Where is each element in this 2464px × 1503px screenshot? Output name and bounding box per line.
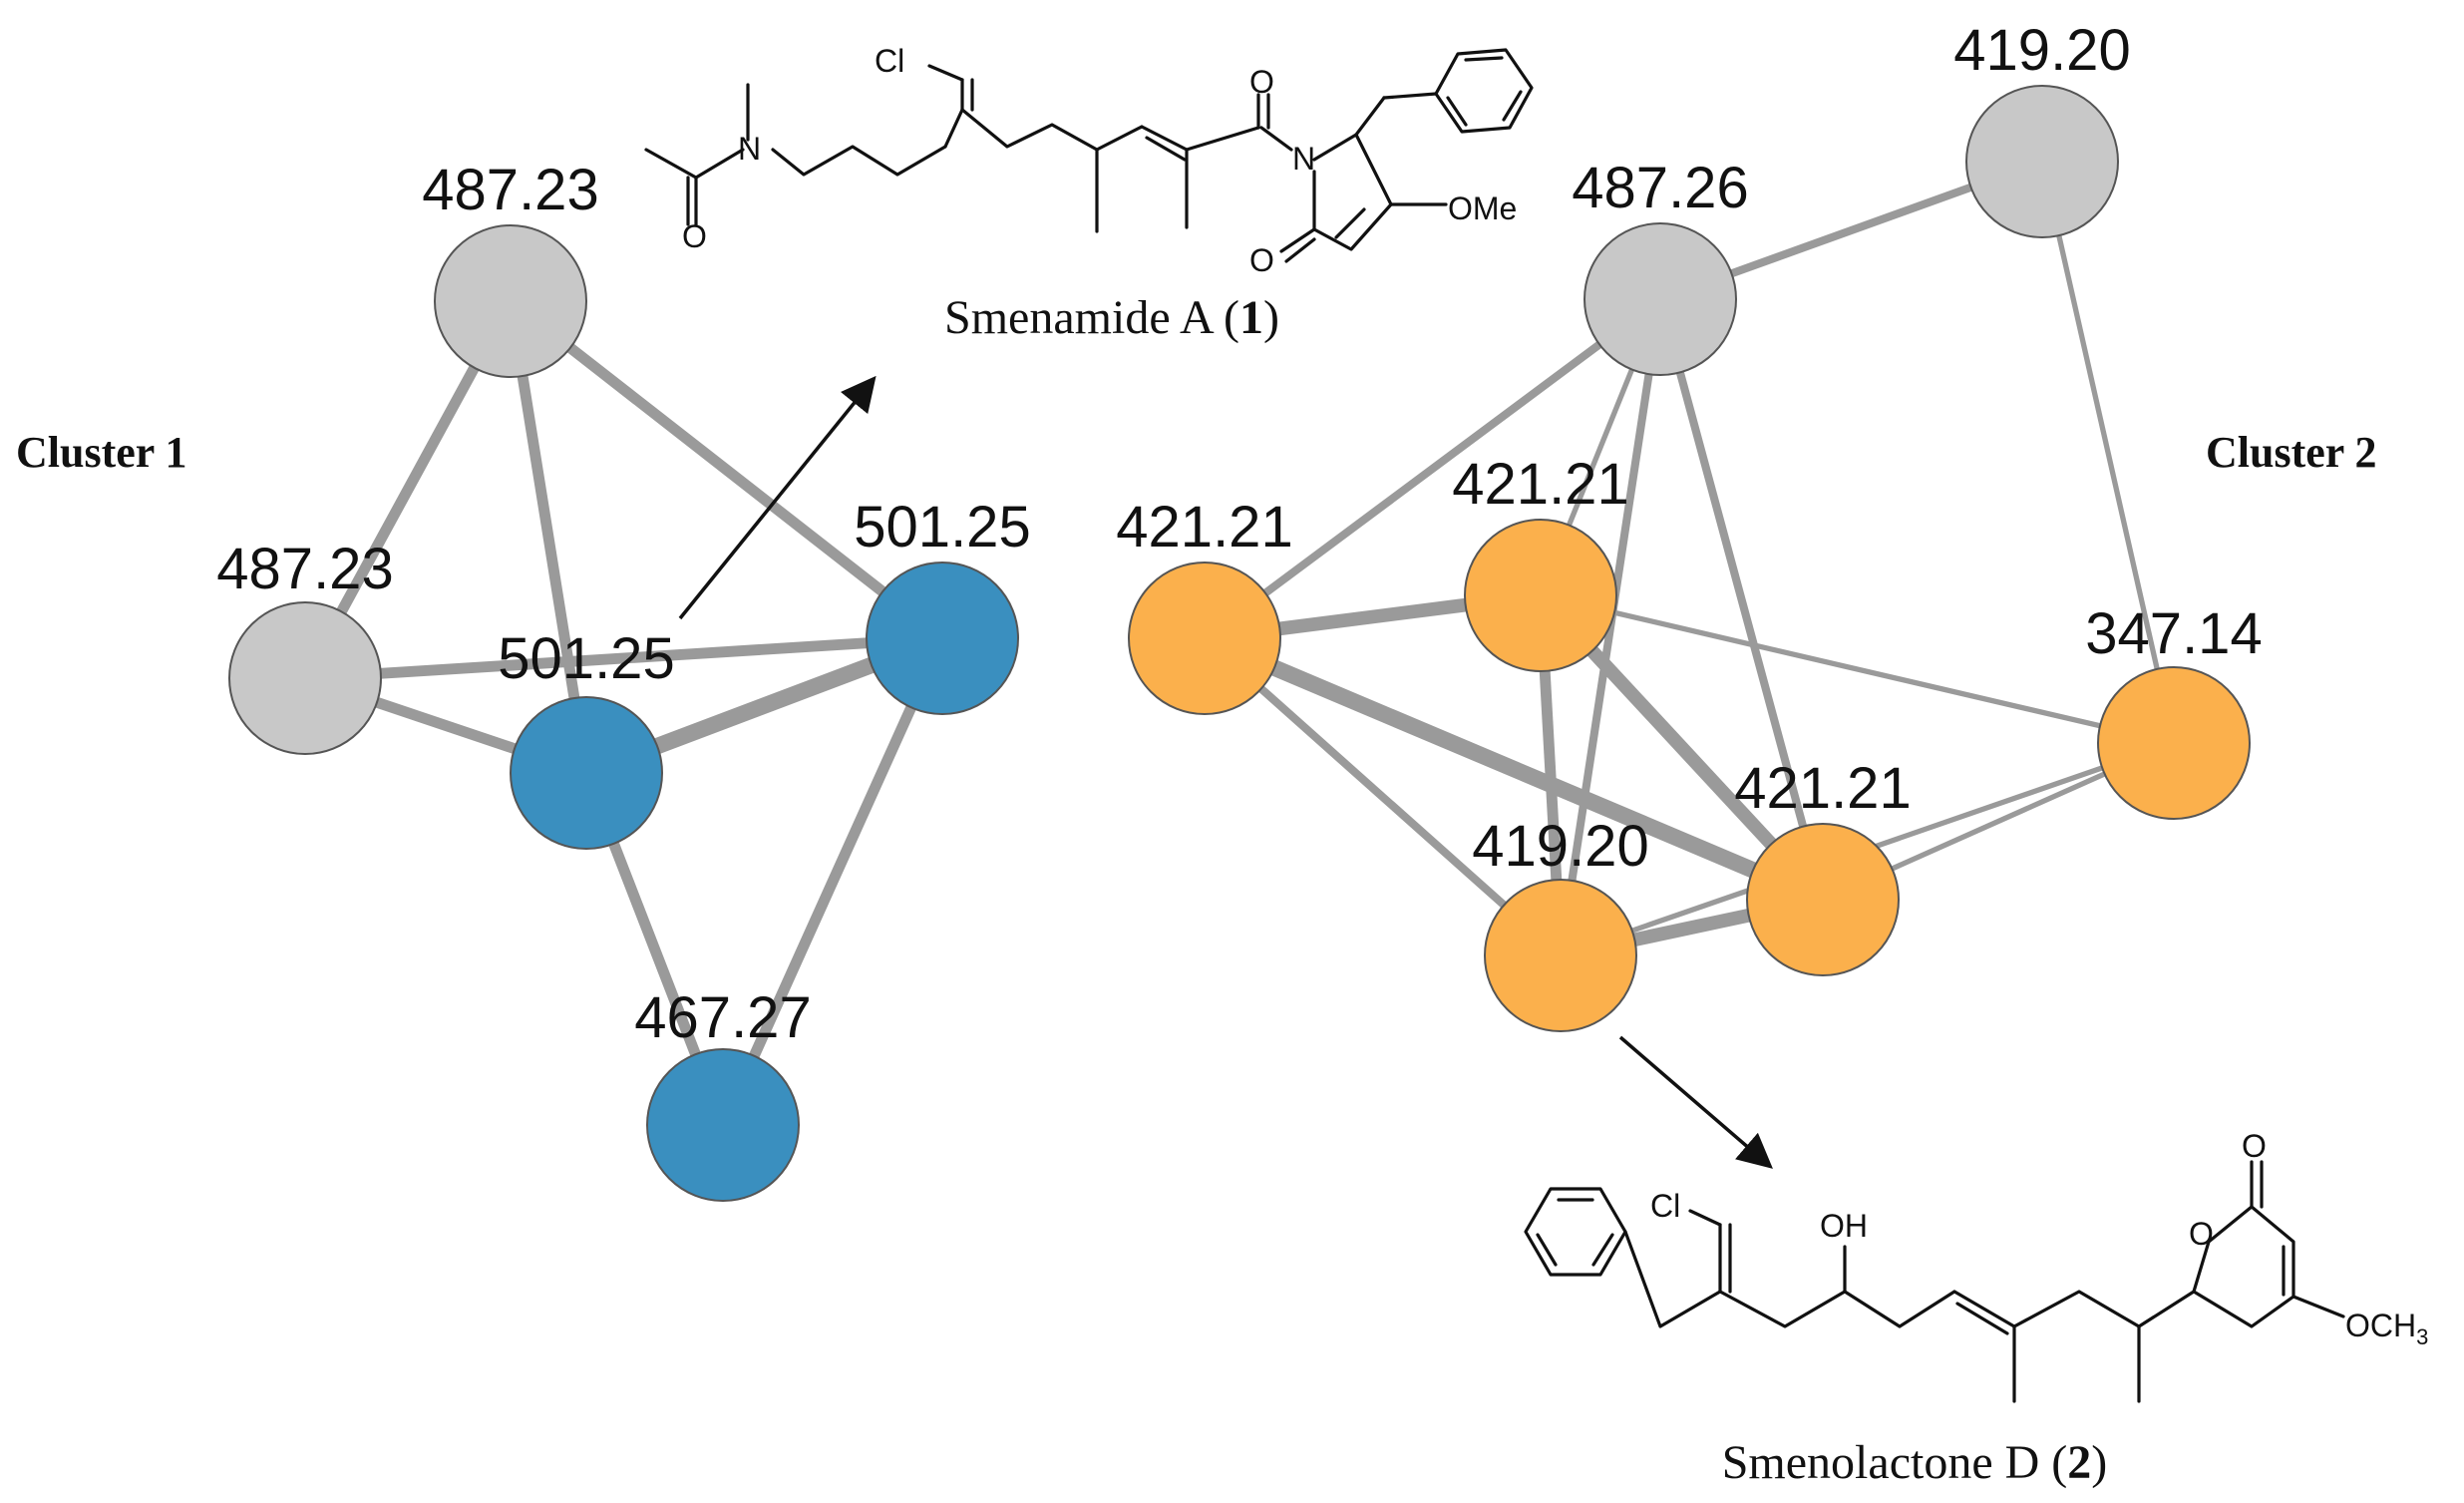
cluster-1-label: Cluster 1 (16, 428, 187, 477)
network-node-n10[interactable] (2097, 666, 2251, 820)
smenolactone-ring-o-atom: O (2189, 1216, 2214, 1252)
smenolactone-cl-atom: Cl (1650, 1188, 1680, 1224)
smenamide-a-structure: Cl N O O N O OMe (644, 43, 1534, 278)
smenamide-o-atom-2: O (1249, 64, 1274, 100)
network-edge-n7-n8 (1202, 295, 1663, 642)
network-node-label-n11: 421.21 (1734, 756, 1911, 821)
smenamide-n-atom-1: N (738, 131, 761, 167)
smenamide-o-atom-1: O (682, 218, 707, 254)
network-node-n6[interactable] (1965, 85, 2119, 238)
arrow-to-smenolactone-d (1618, 1035, 1773, 1169)
network-node-n4[interactable] (866, 562, 1019, 715)
network-edge-n8-n12 (1202, 634, 1564, 959)
network-node-label-n8: 421.21 (1116, 495, 1292, 560)
smenolactone-d-caption: Smenolactone D (2) (1722, 1436, 2108, 1489)
network-node-label-n12: 419.20 (1472, 814, 1648, 879)
smenamide-n-atom-2: N (1292, 141, 1315, 177)
network-edge-n6-n10 (2039, 161, 2177, 744)
network-node-label-n4: 501.25 (854, 495, 1030, 560)
smenamide-a-caption: Smenamide A (1) (944, 291, 1279, 344)
network-edge-n1-n3 (505, 300, 592, 774)
network-node-label-n3: 501.25 (498, 626, 674, 691)
smenamide-cl-atom: Cl (875, 43, 904, 79)
network-node-n5[interactable] (646, 1048, 800, 1202)
network-node-n2[interactable] (228, 601, 382, 755)
network-node-label-n9: 421.21 (1452, 452, 1628, 517)
network-node-n7[interactable] (1584, 222, 1737, 376)
network-node-n8[interactable] (1128, 562, 1281, 715)
network-node-label-n7: 487.26 (1572, 156, 1748, 220)
smenolactone-d-structure: Cl OH O O OCH3 (1524, 1128, 2428, 1403)
network-edge-n7-n11 (1656, 297, 1827, 902)
smenamide-o-atom-3: O (1249, 242, 1274, 278)
network-edge-n9-n10 (1540, 592, 2175, 746)
network-edge-n4-n5 (718, 635, 947, 1128)
network-node-label-n5: 467.27 (634, 985, 811, 1050)
network-node-label-n6: 419.20 (1953, 18, 2130, 83)
cluster-2-label: Cluster 2 (2206, 428, 2377, 477)
arrow-to-smenamide-a (678, 375, 877, 620)
network-edge-n1-n4 (507, 296, 946, 643)
network-node-n12[interactable] (1484, 879, 1637, 1032)
network-edge-n8-n11 (1201, 630, 1827, 908)
network-node-labels: 487.23 487.23 501.25 501.25 467.27 419.20 487.… (216, 18, 2262, 1050)
network-node-label-n10: 347.14 (2085, 601, 2262, 666)
network-nodes (228, 85, 2251, 1202)
network-node-n1[interactable] (434, 224, 587, 378)
network-node-n3[interactable] (510, 696, 663, 850)
network-node-n9[interactable] (1464, 519, 1617, 672)
smenolactone-carbonyl-o-atom: O (2242, 1128, 2267, 1164)
network-node-label-n1: 487.23 (422, 158, 598, 222)
smenolactone-och3-group: OCH3 (2345, 1308, 2428, 1349)
network-edge-n2-n4 (304, 632, 943, 684)
smenolactone-oh-group: OH (1820, 1208, 1868, 1244)
smenamide-ome-group: OMe (1448, 190, 1517, 226)
network-node-label-n2: 487.23 (216, 537, 393, 601)
network-node-n11[interactable] (1746, 823, 1900, 976)
